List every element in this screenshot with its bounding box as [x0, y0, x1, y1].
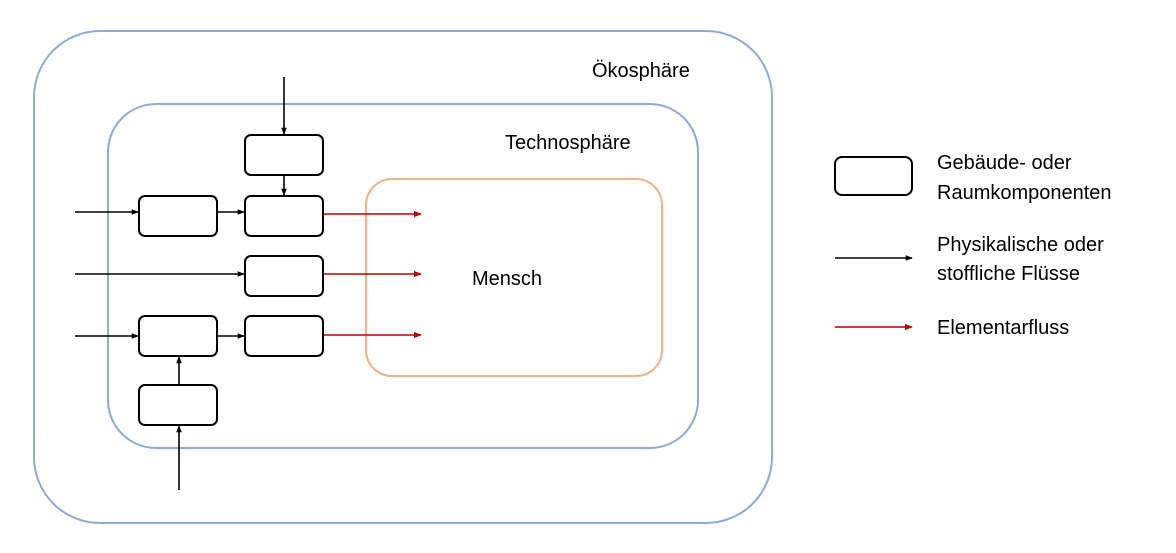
component-box — [138, 315, 218, 357]
component-box — [244, 255, 324, 297]
component-box — [138, 384, 218, 426]
legend-physical-flow-label-line1: Physikalische oder — [937, 234, 1104, 256]
technosphaere-label: Technosphäre — [505, 132, 631, 154]
component-box — [244, 315, 324, 357]
oekosphaere-label: Ökosphäre — [592, 60, 690, 82]
component-box — [244, 134, 324, 176]
mensch-boundary — [365, 178, 663, 377]
legend-component-label-line2: Raumkomponenten — [937, 182, 1112, 204]
component-box — [138, 195, 218, 237]
technosphaere-boundary — [107, 103, 699, 449]
component-box — [244, 195, 324, 237]
legend-component-label-line1: Gebäude- oder — [937, 152, 1072, 174]
mensch-label: Mensch — [472, 268, 542, 290]
legend-elementary-flow-label: Elementarfluss — [937, 317, 1069, 339]
legend-component-swatch — [834, 156, 913, 196]
oekosphaere-boundary — [33, 30, 773, 524]
legend: Gebäude- oder Raumkomponenten Physikalis… — [834, 152, 1112, 339]
legend-physical-flow-label-line2: stoffliche Flüsse — [937, 263, 1080, 285]
